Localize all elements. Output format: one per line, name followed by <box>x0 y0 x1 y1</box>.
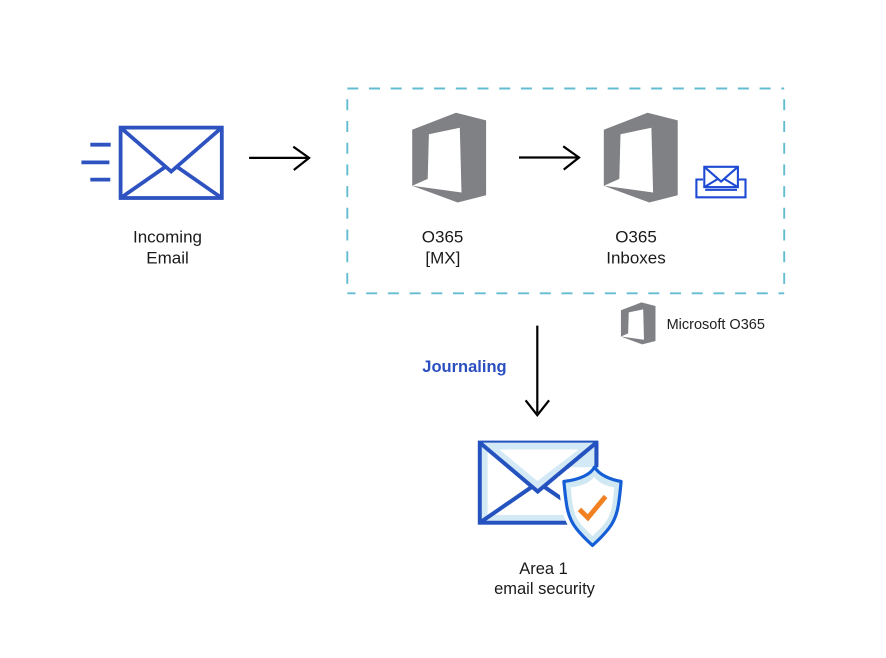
svg-text:O365: O365 <box>422 227 464 246</box>
svg-text:O365: O365 <box>615 227 657 246</box>
svg-text:Incoming: Incoming <box>133 227 202 246</box>
svg-text:Microsoft O365: Microsoft O365 <box>667 317 765 333</box>
svg-text:Inboxes: Inboxes <box>606 249 666 268</box>
svg-text:Area 1: Area 1 <box>519 560 568 578</box>
svg-text:Email: Email <box>146 248 189 267</box>
svg-text:email security: email security <box>494 580 596 598</box>
svg-text:Journaling: Journaling <box>422 358 506 376</box>
svg-text:[MX]: [MX] <box>425 249 460 268</box>
